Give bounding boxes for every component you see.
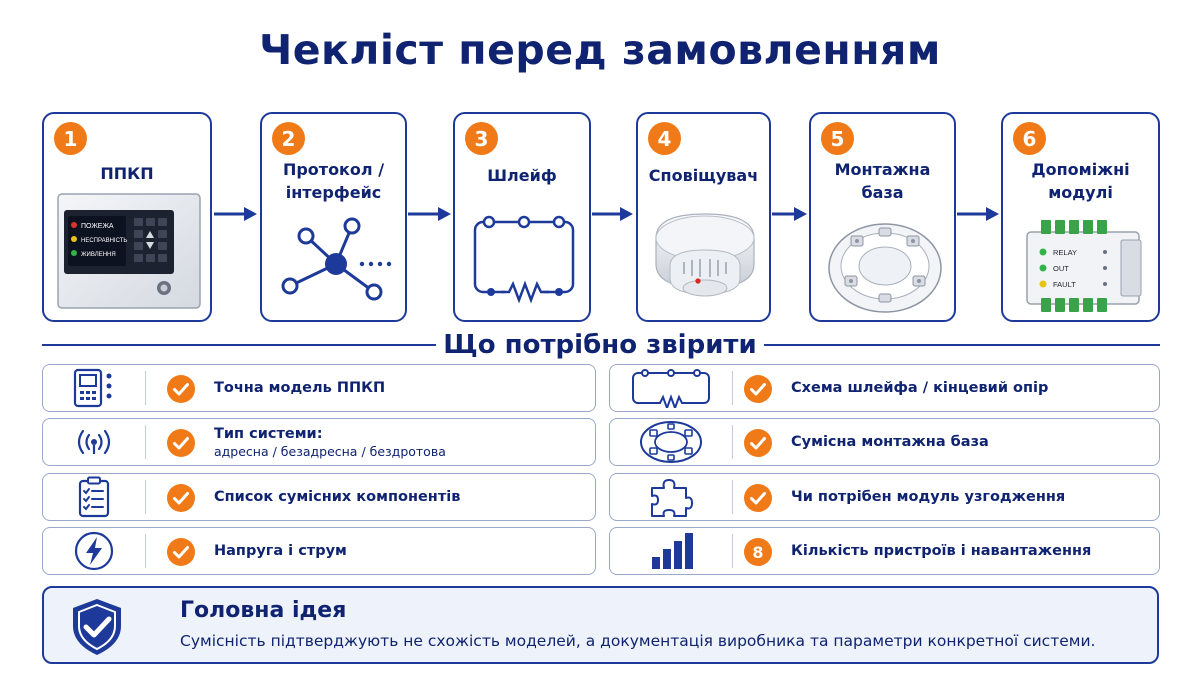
row-divider	[732, 425, 733, 459]
step-label-text: Допоміжні модулі	[1031, 160, 1130, 202]
check-row: Напруга і струм	[42, 527, 596, 575]
check-row: Схема шлейфа / кінцевий опір	[609, 364, 1160, 412]
puzzle-icon	[610, 474, 732, 520]
wireless-signal-icon	[43, 419, 145, 465]
step-label-text: Протокол / інтерфейс	[282, 160, 385, 202]
check-icon	[167, 484, 195, 512]
fire-control-panel-icon: ПОЖЕЖА НЕСПРАВНІСТЬ ЖИВЛЕННЯ	[57, 193, 201, 309]
module-line-relay: RELAY	[1053, 248, 1077, 257]
page-title: Чекліст перед замовленням	[259, 26, 941, 74]
step-label: Монтажна база	[817, 158, 948, 204]
check-row: Сумісна монтажна база	[609, 418, 1160, 466]
main-idea-panel: Головна ідея Сумісність підтверджують не…	[42, 586, 1159, 664]
section-title: Що потрібно звірити	[443, 330, 757, 360]
row-divider	[732, 534, 733, 568]
step-card-modules: 6 Допоміжні модулі RELAY OUT FAULT	[1001, 112, 1160, 322]
section-divider	[42, 344, 436, 346]
step-label: Сповіщувач	[648, 166, 759, 185]
section-divider	[764, 344, 1160, 346]
check-icon	[167, 538, 195, 566]
step-card-base: 5 Монтажна база	[809, 112, 956, 322]
check-icon	[744, 429, 772, 457]
panel-line-fault: НЕСПРАВНІСТЬ	[81, 238, 127, 244]
step-number: 4	[648, 122, 681, 155]
check-icon	[167, 375, 195, 403]
loop-circuit-icon	[473, 215, 575, 304]
check-text: Кількість пристроїв і навантаження	[791, 543, 1092, 559]
loop-resistor-icon	[610, 365, 732, 411]
step-label-text: Монтажна база	[834, 160, 931, 202]
step-number: 5	[821, 122, 854, 155]
smoke-detector-icon	[655, 213, 755, 297]
bar-chart-icon	[610, 528, 732, 574]
check-row: Список сумісних компонентів	[42, 473, 596, 521]
check-row: Тип системи:адресна / безадресна / бездр…	[42, 418, 596, 466]
row-divider	[145, 425, 146, 459]
step-label: Шлейф	[487, 166, 557, 185]
module-line-out: OUT	[1053, 264, 1069, 273]
control-panel-icon	[43, 365, 145, 411]
mounting-base-icon	[610, 419, 732, 465]
arrow-right-icon	[772, 207, 807, 221]
check-text: Список сумісних компонентів	[214, 489, 461, 505]
step-card-ppkp: 1 ППКП ПОЖЕЖА НЕСПРАВНІСТЬ ЖИВЛЕННЯ	[42, 112, 212, 322]
module-line-fault: FAULT	[1053, 280, 1076, 289]
step-number: 6	[1013, 122, 1046, 155]
check-text: Схема шлейфа / кінцевий опір	[791, 380, 1049, 396]
network-hub-icon	[281, 217, 392, 301]
step-label: Допоміжні модулі	[1009, 158, 1152, 204]
check-text: Сумісна монтажна база	[791, 434, 989, 450]
row-divider	[732, 480, 733, 514]
main-idea-title: Головна ідея	[180, 598, 347, 623]
step-card-protocol: 2 Протокол / інтерфейс	[260, 112, 407, 322]
check-text: Напруга і струм	[214, 543, 347, 559]
panel-line-power: ЖИВЛЕННЯ	[81, 252, 116, 258]
check-row: 8 Кількість пристроїв і навантаження	[609, 527, 1160, 575]
step-number: 1	[54, 122, 87, 155]
clipboard-list-icon	[43, 474, 145, 520]
check-row: Чи потрібен модуль узгодження	[609, 473, 1160, 521]
arrow-right-icon	[592, 207, 633, 221]
check-icon	[167, 429, 195, 457]
main-idea-text: Сумісність підтверджують не схожість мод…	[180, 632, 1096, 650]
row-divider	[145, 534, 146, 568]
row-divider	[145, 480, 146, 514]
arrow-right-icon	[214, 207, 257, 221]
step-label: Протокол / інтерфейс	[268, 158, 399, 204]
check-row: Точна модель ППКП	[42, 364, 596, 412]
mounting-base-icon	[828, 223, 942, 313]
check-text: Точна модель ППКП	[214, 380, 386, 396]
step-label: ППКП	[100, 164, 154, 183]
lightning-icon	[43, 528, 145, 574]
check-text: Чи потрібен модуль узгодження	[791, 489, 1066, 505]
panel-line-fire: ПОЖЕЖА	[81, 223, 114, 230]
check-icon	[744, 375, 772, 403]
step-number: 3	[465, 122, 498, 155]
row-divider	[145, 371, 146, 405]
arrow-right-icon	[957, 207, 999, 221]
row-divider	[732, 371, 733, 405]
step-card-detector: 4 Сповіщувач	[636, 112, 771, 322]
number-badge: 8	[744, 538, 772, 566]
shield-check-icon	[73, 599, 121, 655]
check-icon	[744, 484, 772, 512]
relay-module-icon: RELAY OUT FAULT	[1026, 220, 1142, 312]
step-number: 2	[272, 122, 305, 155]
arrow-right-icon	[408, 207, 451, 221]
step-card-loop: 3 Шлейф	[453, 112, 591, 322]
check-text: Тип системи:	[214, 425, 323, 442]
check-subtext: адресна / безадресна / бездротова	[214, 443, 446, 459]
